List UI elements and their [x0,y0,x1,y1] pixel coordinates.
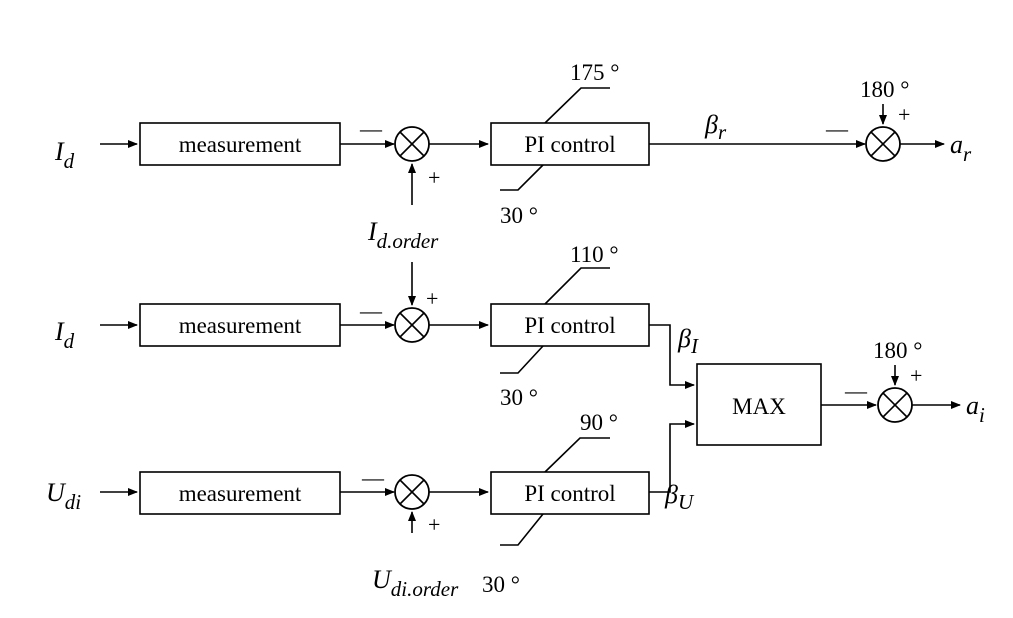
upper-limit-label-row3: 90 ° [580,410,618,435]
max-selector-stage: MAX — 180 ° + ai [696,338,985,446]
row-inverter-current-control: Id measurement — + PI control 110 ° 30 °… [54,242,699,410]
pi-control-label-row2: PI control [524,313,615,338]
upper-limiter-row1 [544,87,610,124]
measurement-label-row2: measurement [179,313,302,338]
order-label-udi-order: Udi.order [372,565,459,601]
measurement-label-row1: measurement [179,132,302,157]
upper-limit-label-row2: 110 ° [570,242,619,267]
max-label: MAX [732,394,786,419]
lower-limiter-row3 [500,513,544,546]
reference-180-label-rectifier: 180 ° [860,77,909,102]
pi-control-block-row2 [490,303,650,347]
output-summing-junction-inverter [877,387,913,423]
lower-limit-label-row1: 30 ° [500,203,538,228]
sum-plus-sign-row1: + [428,165,440,190]
max-block [696,363,822,446]
alpha-r-label: ar [950,130,972,166]
alpha-i-label: ai [966,391,985,427]
pi-control-label-row3: PI control [524,481,615,506]
pi-control-block-row3 [490,471,650,515]
arrow-pi-to-max-row2 [649,324,695,389]
row-inverter-voltage-control: Udi measurement — + Udi.order PI control… [46,410,695,601]
sum-minus-sign-row3: — [361,465,385,490]
output-sum-minus-sign-inverter: — [844,378,868,403]
lower-limit-label-row3: 30 ° [482,572,520,597]
input-label-udi: Udi [46,478,81,514]
measurement-label-row3: measurement [179,481,302,506]
output-summing-junction-rectifier [865,126,901,162]
beta-i-label: βI [677,324,699,358]
arrow-pi-to-max-row3 [649,420,695,493]
row-rectifier-current-control: Id measurement — + Id.order PI control 1… [54,60,972,253]
sum-plus-sign-row2: + [426,286,438,311]
output-sum-plus-sign-inverter: + [910,363,922,388]
beta-r-label: βr [704,110,727,144]
beta-u-label: βU [664,480,695,514]
reference-180-label-inverter: 180 ° [873,338,922,363]
pi-control-block-row1 [490,122,650,166]
measurement-block-row3 [139,471,341,515]
order-label-id-order: Id.order [367,217,439,253]
input-label-id-row1: Id [54,137,75,173]
upper-limiter-row2 [544,267,610,305]
summing-junction-row2 [394,307,430,343]
sum-minus-sign-row2: — [359,298,383,323]
upper-limiter-row3 [544,437,610,473]
summing-junction-row1 [394,126,430,162]
sum-minus-sign-row1: — [359,116,383,141]
upper-limit-label-row1: 175 ° [570,60,619,85]
sum-plus-sign-row3: + [428,512,440,537]
lower-limit-label-row2: 30 ° [500,385,538,410]
output-sum-plus-sign-rectifier: + [898,102,910,127]
lower-limiter-row2 [500,345,544,374]
output-sum-minus-sign-rectifier: — [825,116,849,141]
pi-control-label-row1: PI control [524,132,615,157]
lower-limiter-row1 [500,164,544,191]
input-label-id-row2: Id [54,317,75,353]
summing-junction-row3 [394,474,430,510]
